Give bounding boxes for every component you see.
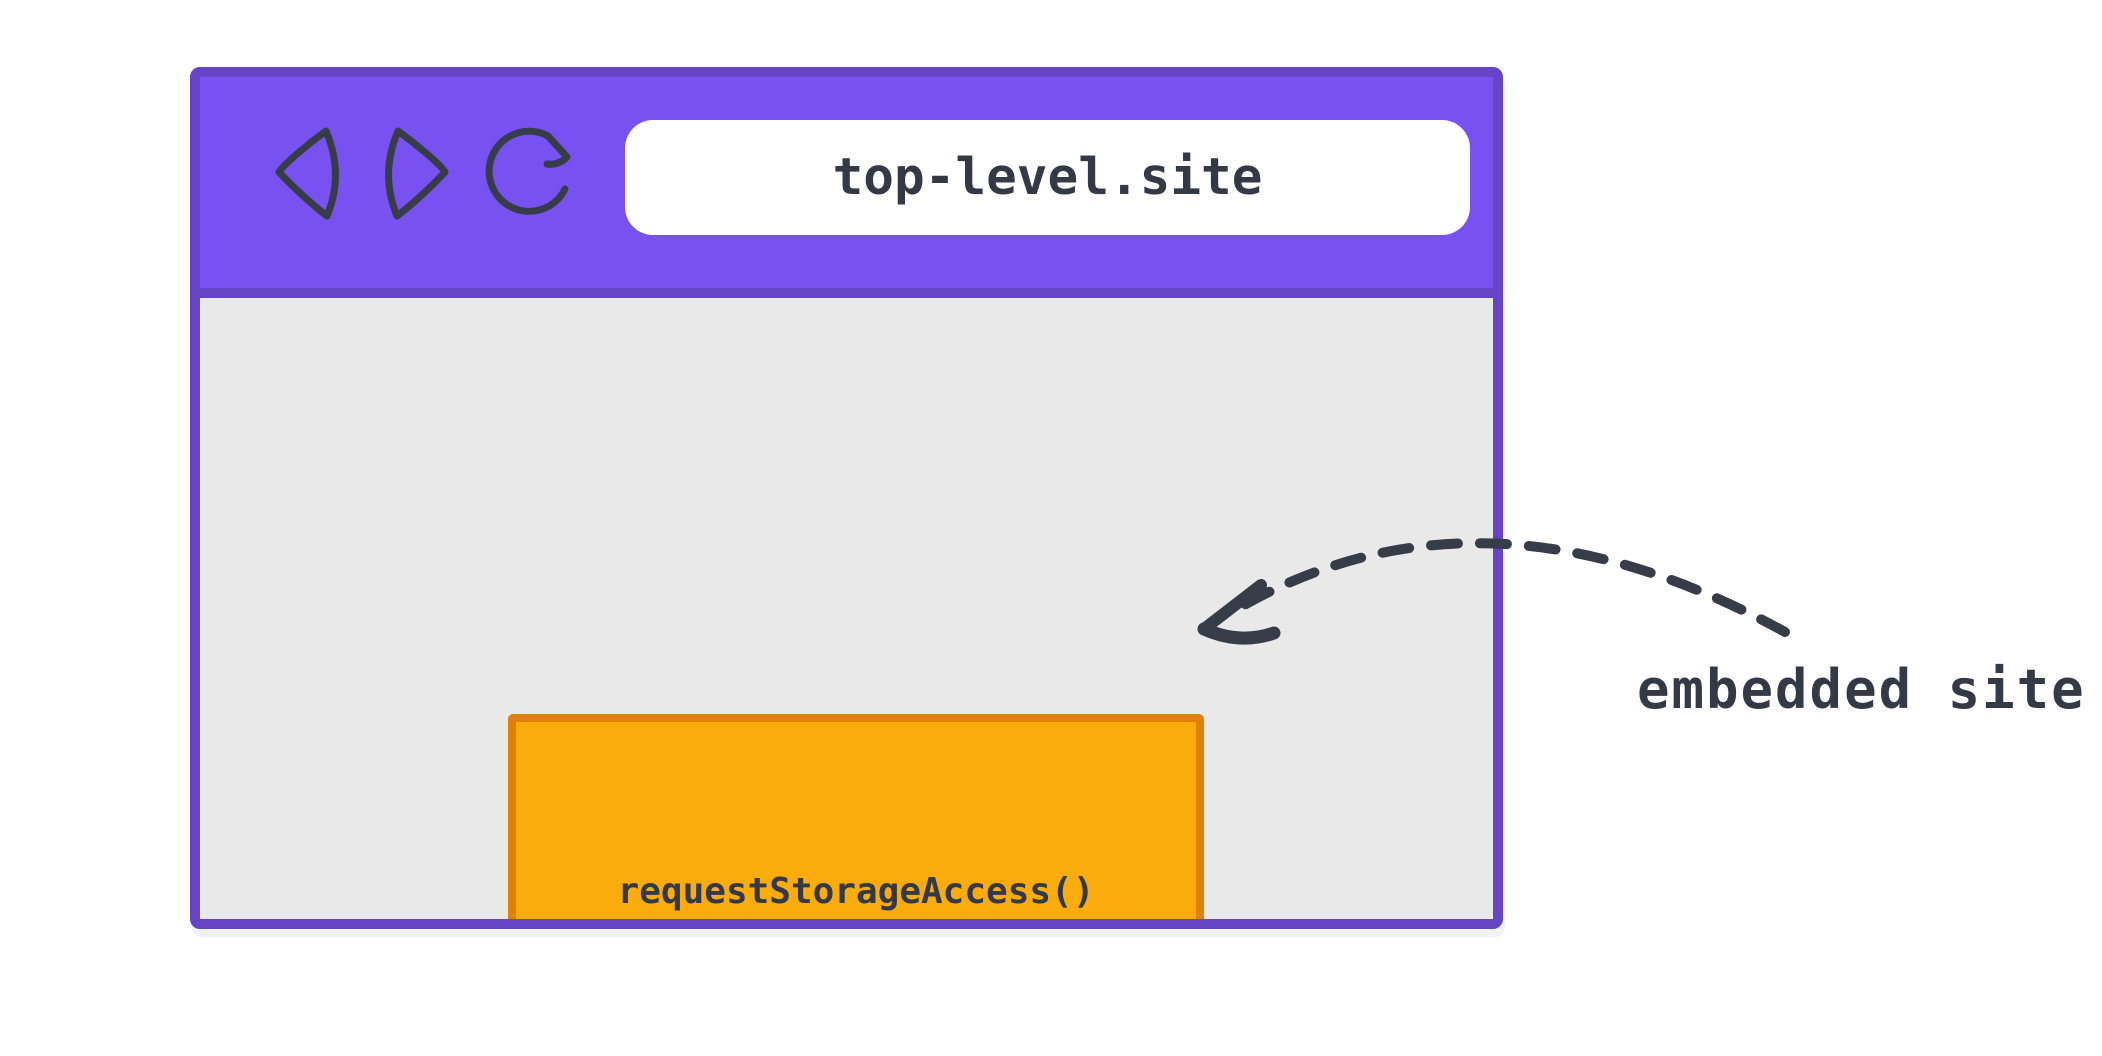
address-bar[interactable]: top-level.site — [625, 120, 1470, 235]
dashed-arrow-icon — [1197, 538, 1790, 645]
back-icon — [275, 127, 339, 220]
forward-button[interactable] — [384, 123, 454, 223]
browser-toolbar: top-level.site — [200, 77, 1493, 298]
embedded-frame-label: requestStorageAccess() — [617, 870, 1095, 912]
back-button[interactable] — [270, 123, 340, 223]
address-bar-url: top-level.site — [832, 148, 1263, 207]
reload-button[interactable] — [482, 125, 582, 225]
browser-window: top-level.site requestStorageAccess() — [190, 67, 1503, 929]
annotation-label: embedded site — [1637, 658, 2086, 721]
browser-viewport: requestStorageAccess() — [200, 298, 1493, 919]
forward-icon — [385, 127, 449, 220]
embedded-frame[interactable]: requestStorageAccess() — [508, 714, 1204, 919]
reload-icon — [485, 127, 571, 215]
